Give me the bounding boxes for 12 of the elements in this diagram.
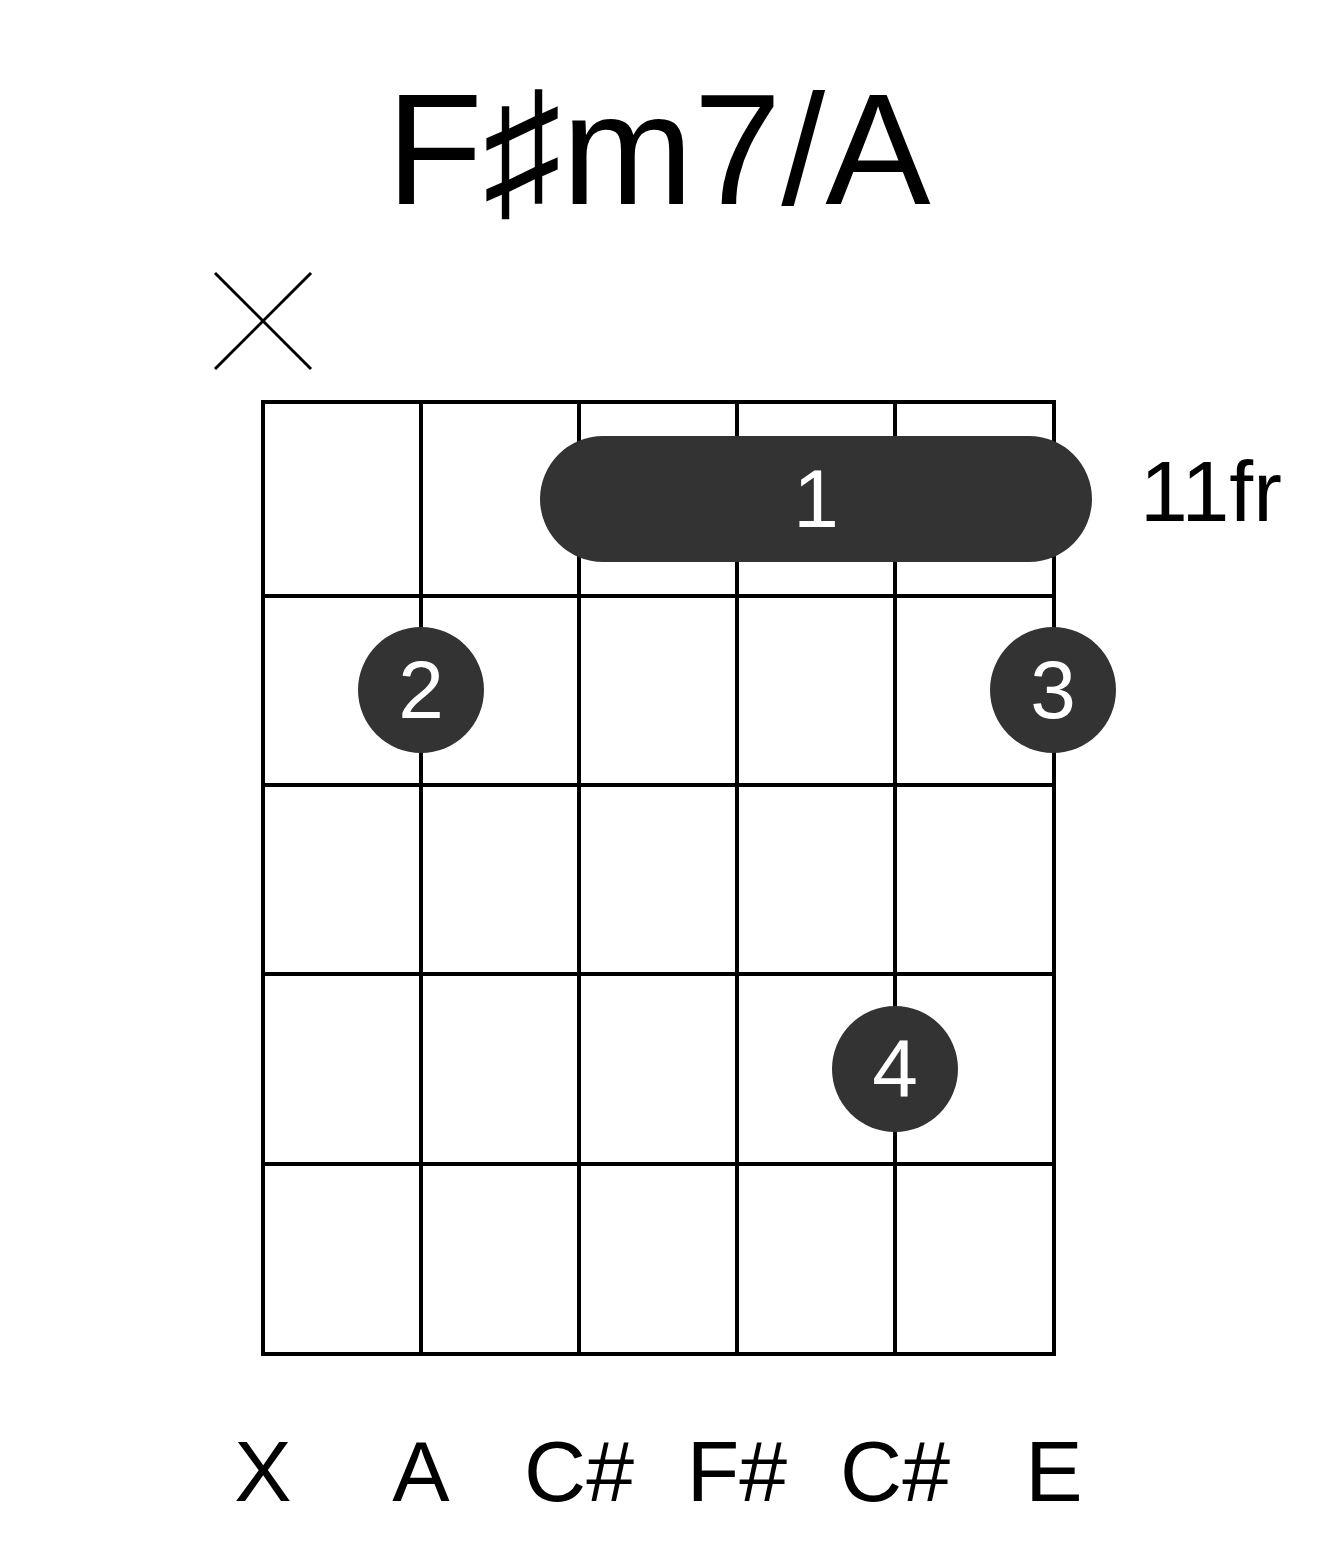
string-note: X	[233, 1428, 293, 1514]
string-note: E	[1024, 1428, 1084, 1514]
string-note: A	[391, 1428, 451, 1514]
fret-number: 11fr	[1140, 448, 1282, 534]
string-note: C#	[839, 1428, 951, 1514]
chord-title: F♯m7/A	[385, 70, 932, 228]
finger-number: 2	[398, 649, 444, 731]
finger-number: 1	[793, 458, 839, 540]
string-note: F#	[685, 1428, 789, 1514]
finger-number: 3	[1030, 649, 1076, 731]
finger-number: 4	[872, 1028, 918, 1110]
string-note: C#	[523, 1428, 635, 1514]
